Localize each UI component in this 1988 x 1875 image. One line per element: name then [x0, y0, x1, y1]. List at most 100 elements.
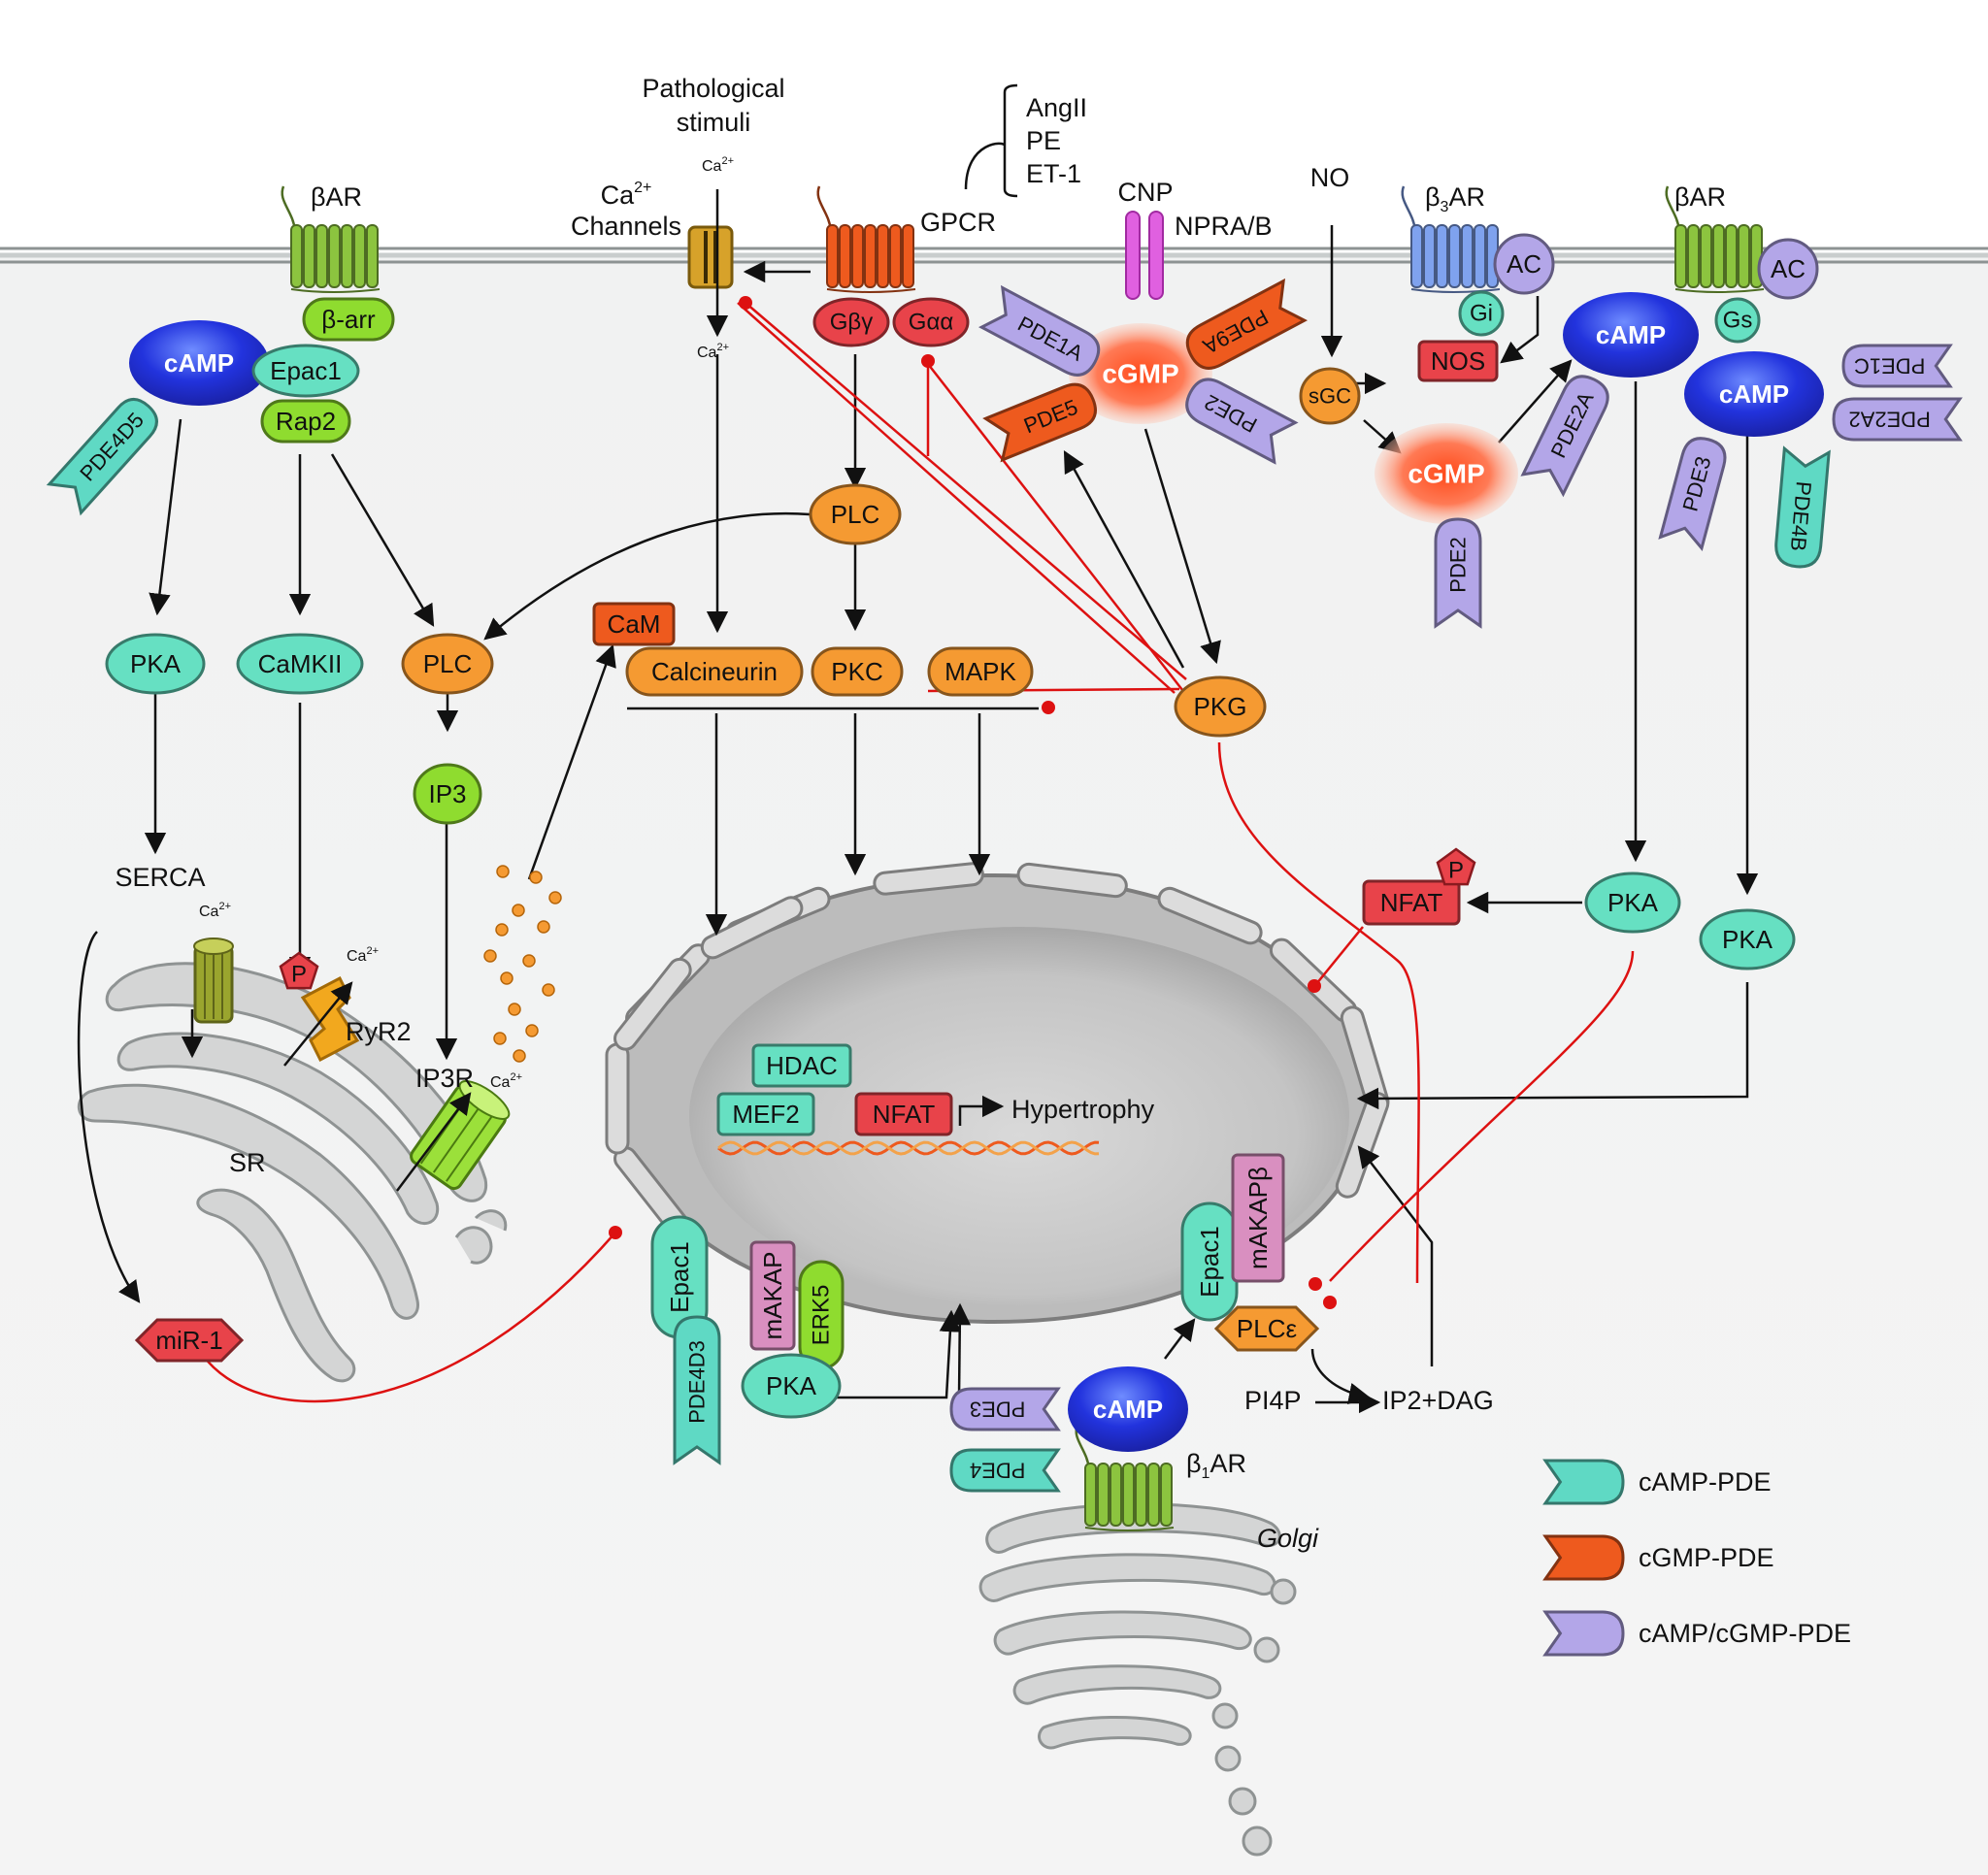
cgmp-right-label: cGMP: [1408, 459, 1484, 489]
inhibition-dots: [609, 296, 1337, 1309]
nos-node: NOS: [1417, 340, 1499, 382]
nfat-nuc-label: NFAT: [873, 1100, 936, 1129]
beta1-ar-label: β1AR: [1186, 1449, 1246, 1482]
sgc-node-label: sGC: [1309, 384, 1351, 409]
ca-ryr2-base: Ca: [347, 948, 367, 965]
phospho-nfat: P: [1436, 847, 1476, 886]
ca-serca-sup: 2+: [218, 901, 231, 912]
epac1-left-label: Epac1: [270, 356, 342, 385]
ligand-angii: AngII: [1026, 93, 1087, 122]
plc-left-label: PLC: [423, 649, 473, 678]
pde1c-node-label: PDE1C: [1854, 354, 1925, 378]
nuclear-pore: [1157, 886, 1263, 945]
beta-arr-node: β-arr: [302, 297, 395, 342]
beta-ar-right-label: βAR: [1674, 182, 1726, 212]
cam-node-label: CaM: [608, 609, 661, 639]
camp-golgi-label: cAMP: [1093, 1395, 1163, 1424]
hypertrophy-label: Hypertrophy: [1011, 1095, 1155, 1124]
pi4p-label: PI4P: [1244, 1386, 1302, 1415]
activation-arrows: [77, 189, 1759, 1414]
camkii-node: CaMKII: [236, 633, 364, 695]
pkc-node-label: PKC: [831, 657, 882, 686]
ca-ip3r-base: Ca: [490, 1074, 511, 1091]
beta-ar-left-label: βAR: [311, 182, 362, 212]
gpcr-receptor: [816, 185, 916, 293]
pde1c-node: PDE1C: [1841, 344, 1953, 388]
epac1-right-label: Epac1: [1195, 1226, 1224, 1298]
plce-node-label: PLCε: [1237, 1314, 1298, 1343]
pde2a2-node: PDE2A2: [1832, 397, 1963, 442]
calcineurin-node: Calcineurin: [625, 646, 804, 697]
pka-right: PKA: [1699, 908, 1796, 970]
legend-swatch: [1542, 1610, 1625, 1657]
legend-item: cAMP/cGMP-PDE: [1542, 1610, 1851, 1657]
ca-ion-label-ryr2: Ca2+: [347, 945, 379, 965]
pde2a2-node-label: PDE2A2: [1848, 408, 1930, 432]
ca-ion-label-top: Ca2+: [702, 155, 734, 175]
ryr2-label: RyR2: [346, 1017, 412, 1046]
nfat-nuc: NFAT: [854, 1092, 953, 1136]
ca-ip3r-sup: 2+: [510, 1071, 522, 1083]
ca-label-base: Ca: [601, 181, 635, 210]
ca-channels-label: Ca2+: [601, 180, 652, 210]
npra-receptor: [1125, 211, 1164, 300]
pde1a-node: PDE1A: [977, 284, 1101, 377]
serca-label: SERCA: [115, 863, 205, 892]
ip2dag-label: IP2+DAG: [1382, 1386, 1494, 1415]
calcineurin-node-label: Calcineurin: [651, 657, 778, 686]
b1-beta: β: [1186, 1449, 1202, 1478]
legend-label: cAMP-PDE: [1639, 1467, 1772, 1497]
mapk-node-label: MAPK: [944, 657, 1016, 686]
ca-serca-base: Ca: [199, 904, 219, 920]
pkg-node: PKG: [1174, 675, 1267, 738]
cnp-label: CNP: [1117, 178, 1173, 207]
npra-label: NPRA/B: [1175, 212, 1273, 241]
mapk-node: MAPK: [927, 646, 1034, 697]
legend-item: cAMP-PDE: [1542, 1459, 1772, 1505]
pde3-golgi: PDE3: [949, 1387, 1061, 1431]
pde2-top: PDE2: [1185, 378, 1299, 465]
b3-sub: 3: [1441, 199, 1449, 215]
camp-left: cAMP: [129, 320, 269, 406]
phospho-nfat-label: P: [1448, 858, 1464, 884]
mir1-node: miR-1: [134, 1318, 245, 1363]
pde2-right-label: PDE2: [1446, 537, 1471, 592]
ip3r-label: IP3R: [415, 1064, 474, 1093]
makapb-node-label: mAKAPβ: [1243, 1167, 1273, 1269]
plce-node: PLCε: [1213, 1305, 1320, 1352]
nuclear-pore: [613, 957, 692, 1051]
mef2-node-label: MEF2: [732, 1100, 799, 1129]
legend-label: cGMP-PDE: [1639, 1543, 1774, 1572]
epac1-low-label: Epac1: [665, 1241, 694, 1313]
camkii-node-label: CaMKII: [258, 649, 343, 678]
legend-label: cAMP/cGMP-PDE: [1639, 1619, 1851, 1648]
b1-ar: AR: [1209, 1449, 1246, 1478]
mir1-node-label: miR-1: [155, 1326, 222, 1355]
pde3-golgi-label: PDE3: [970, 1398, 1025, 1422]
nfat-cyto-label: NFAT: [1380, 888, 1443, 917]
nos-node-label: NOS: [1431, 346, 1485, 376]
ca-bottom-sup: 2+: [716, 342, 729, 353]
pka-left-label: PKA: [130, 649, 182, 678]
hypertrophy-arrow: [958, 1095, 1005, 1126]
gaa-node: Gαα: [892, 297, 970, 347]
ca-ion-label-bottom: Ca2+: [697, 342, 729, 361]
ca-top-sup: 2+: [721, 155, 734, 167]
inhibition-lines: [200, 302, 1635, 1403]
pathological-stimuli-line2: stimuli: [677, 108, 751, 137]
hdac-node: HDAC: [751, 1043, 852, 1088]
pde5-node: PDE5: [982, 382, 1097, 463]
pde4b-node: PDE4B: [1774, 445, 1831, 569]
mef2-node: MEF2: [716, 1092, 815, 1136]
makapb-node: mAKAPβ: [1231, 1153, 1285, 1283]
plc-top-label: PLC: [831, 500, 880, 529]
pka-right-label: PKA: [1722, 925, 1773, 954]
serca-pump: [193, 938, 234, 1024]
legend-item: cGMP-PDE: [1542, 1534, 1774, 1581]
ac-right-label: AC: [1771, 254, 1806, 283]
b3-ar: AR: [1448, 182, 1485, 212]
beta3-ar-receptor: [1401, 185, 1501, 293]
calcium-ions: [483, 865, 562, 1063]
